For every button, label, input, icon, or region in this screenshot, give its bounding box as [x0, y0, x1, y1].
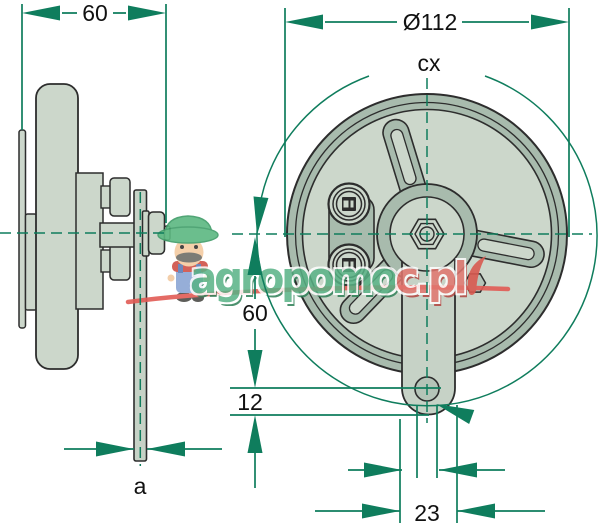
arrow-12-up	[247, 415, 263, 453]
arrow-60top-right	[128, 5, 166, 21]
side-mounting-strap	[133, 189, 148, 462]
spoke-right	[458, 228, 545, 269]
arrow-cx-circle-bottom	[436, 404, 475, 425]
arrow-60side-up	[247, 237, 263, 275]
centerlines	[0, 78, 592, 466]
arrow-60side-down	[247, 350, 263, 388]
label-horn-depth: 60	[82, 0, 108, 26]
farmer-overall-strap-left	[178, 264, 183, 273]
farmer-hat-brim	[157, 226, 219, 244]
front-mounting-strap	[401, 227, 456, 416]
label-mount-circle: cx	[418, 50, 442, 76]
dimension-arrowheads	[22, 5, 569, 519]
farmer-mustache	[176, 252, 202, 263]
label-strap-thickness: a	[134, 473, 147, 499]
farmer-eye-left	[180, 245, 184, 249]
farmer-hand-left	[167, 274, 175, 282]
farmer-hand-right	[203, 274, 211, 282]
side-flange-top	[109, 177, 131, 217]
arrow-23-right	[457, 503, 495, 519]
arrow-a-left	[96, 441, 134, 457]
horn-side-view	[18, 83, 171, 462]
farmer-overalls	[176, 267, 203, 293]
label-hole-to-end: 12	[237, 389, 263, 415]
arrow-60top-left	[22, 5, 60, 21]
arrow-a-right	[147, 441, 185, 457]
farmer-overall-strap-right	[196, 264, 201, 273]
arrow-d112-left	[285, 14, 323, 30]
arrow-cx-circle-left	[253, 196, 269, 235]
terminal-coil-bottom	[327, 243, 371, 287]
arrow-hole-left	[364, 462, 402, 478]
label-bracket-width: 23	[414, 500, 440, 526]
watermark-red-swoosh	[125, 285, 511, 305]
arrow-hole-right	[439, 462, 477, 478]
terminal-coil-top	[327, 182, 371, 226]
dimension-lines	[21, 4, 570, 523]
watermark-red-accent	[467, 256, 486, 296]
watermark-mascot-farmer	[157, 215, 219, 302]
label-hole-offset: 60	[242, 300, 268, 326]
label-diameter: Ø112	[403, 9, 458, 35]
arrow-d112-right	[531, 14, 569, 30]
farmer-eye-right	[194, 245, 198, 249]
hub-nut-hexagon-inner	[414, 222, 440, 246]
arrow-23-left	[362, 503, 400, 519]
